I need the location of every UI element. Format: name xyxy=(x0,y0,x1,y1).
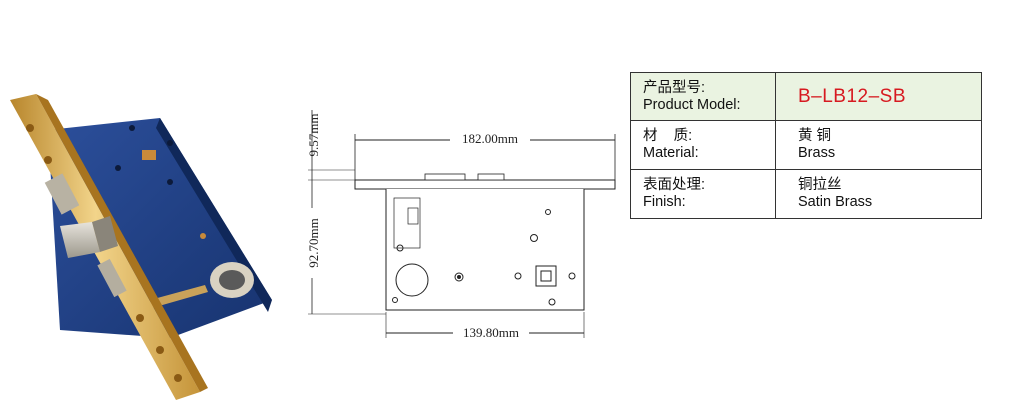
technical-drawing: 182.00mm 9.57mm 92.70mm 139.80mm xyxy=(304,110,616,342)
material-label: 材 质: Material: xyxy=(630,120,776,170)
lock-photo xyxy=(10,94,272,400)
finish-value-cn: 铜拉丝 xyxy=(798,177,842,193)
finish-label-en: Finish: xyxy=(643,194,686,210)
model-label-en: Product Model: xyxy=(643,96,741,113)
material-value-cn: 黄 铜 xyxy=(798,128,832,144)
finish-value-en: Satin Brass xyxy=(798,194,873,210)
spec-table: 产品型号: Product Model: B–LB12–SB 材 质: Mate… xyxy=(630,72,982,219)
spec-row-finish: 表面处理: Finish: 铜拉丝 Satin Brass xyxy=(630,169,982,219)
material-label-en: Material: xyxy=(643,145,699,161)
spec-row-model: 产品型号: Product Model: B–LB12–SB xyxy=(630,72,982,121)
latch-bolt xyxy=(60,222,100,258)
finish-label: 表面处理: Finish: xyxy=(630,169,776,219)
dim-backset: 9.57mm xyxy=(306,114,321,157)
material-value: 黄 铜 Brass xyxy=(775,120,982,170)
model-label-cn: 产品型号: xyxy=(643,79,706,96)
material-label-cn: 材 质: xyxy=(643,128,693,144)
model-value: B–LB12–SB xyxy=(775,72,982,121)
material-value-en: Brass xyxy=(798,145,836,161)
finish-value: 铜拉丝 Satin Brass xyxy=(775,169,982,219)
spec-row-material: 材 质: Material: 黄 铜 Brass xyxy=(630,120,982,170)
dim-width-top: 182.00mm xyxy=(462,131,518,146)
finish-label-cn: 表面处理: xyxy=(643,177,706,193)
dim-height: 92.70mm xyxy=(306,218,321,267)
dim-width-bottom: 139.80mm xyxy=(463,325,519,340)
model-label: 产品型号: Product Model: xyxy=(630,72,776,121)
